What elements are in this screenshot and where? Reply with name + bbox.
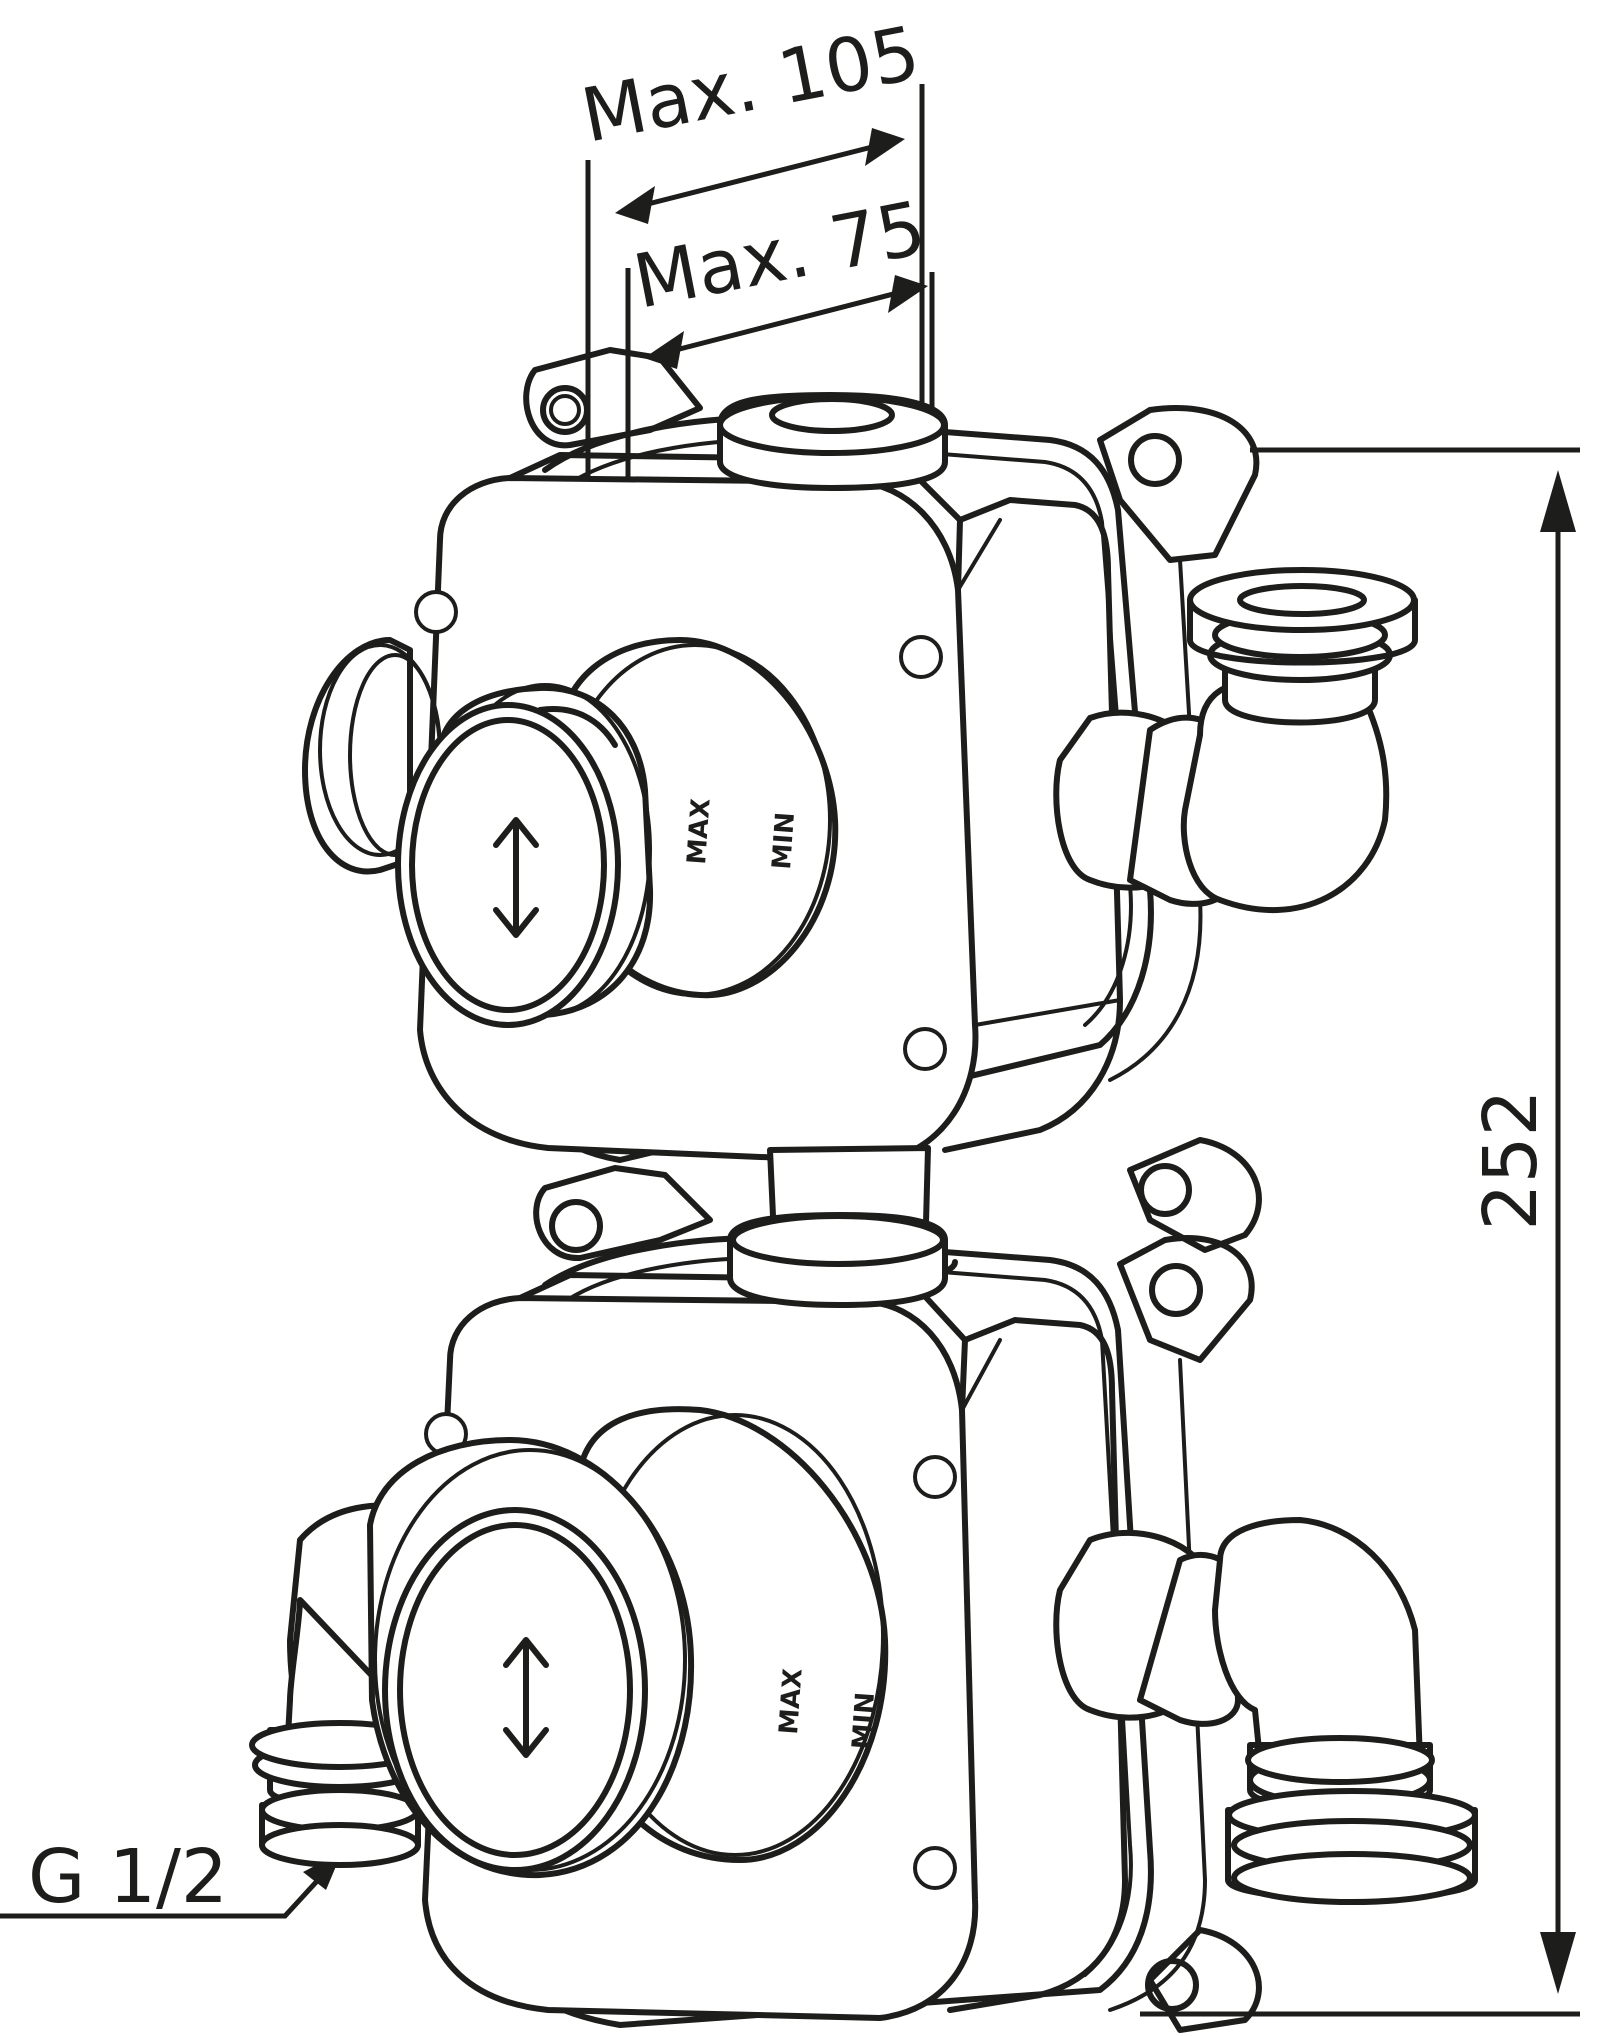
upper-knob: MAX MIN <box>395 637 839 1028</box>
thread-callout: G 1/2 <box>0 1834 342 1920</box>
lower-knob-min-marking: MIN <box>847 1691 881 1750</box>
lower-right-elbow <box>1053 1517 1478 1905</box>
flow-arrow-icon <box>493 817 539 938</box>
flow-arrow-icon <box>503 1637 549 1758</box>
lower-top-port <box>727 1212 948 1308</box>
lower-knob: MAX MIN <box>367 1406 889 1879</box>
lower-knob-max-marking: MAX <box>774 1668 809 1736</box>
height-252-label: 252 <box>1468 1089 1554 1230</box>
upper-mounting-ears <box>523 347 1262 1253</box>
height-dimension: 252 <box>1140 447 1580 2017</box>
upper-right-elbow <box>1053 567 1418 913</box>
upper-knob-min-marking: MIN <box>767 811 801 870</box>
thread-g12-label: G 1/2 <box>28 1834 228 1920</box>
upper-top-port <box>717 392 948 491</box>
upper-knob-max-marking: MAX <box>682 798 717 866</box>
depth-max-75-label: Max. 75 <box>627 185 932 326</box>
